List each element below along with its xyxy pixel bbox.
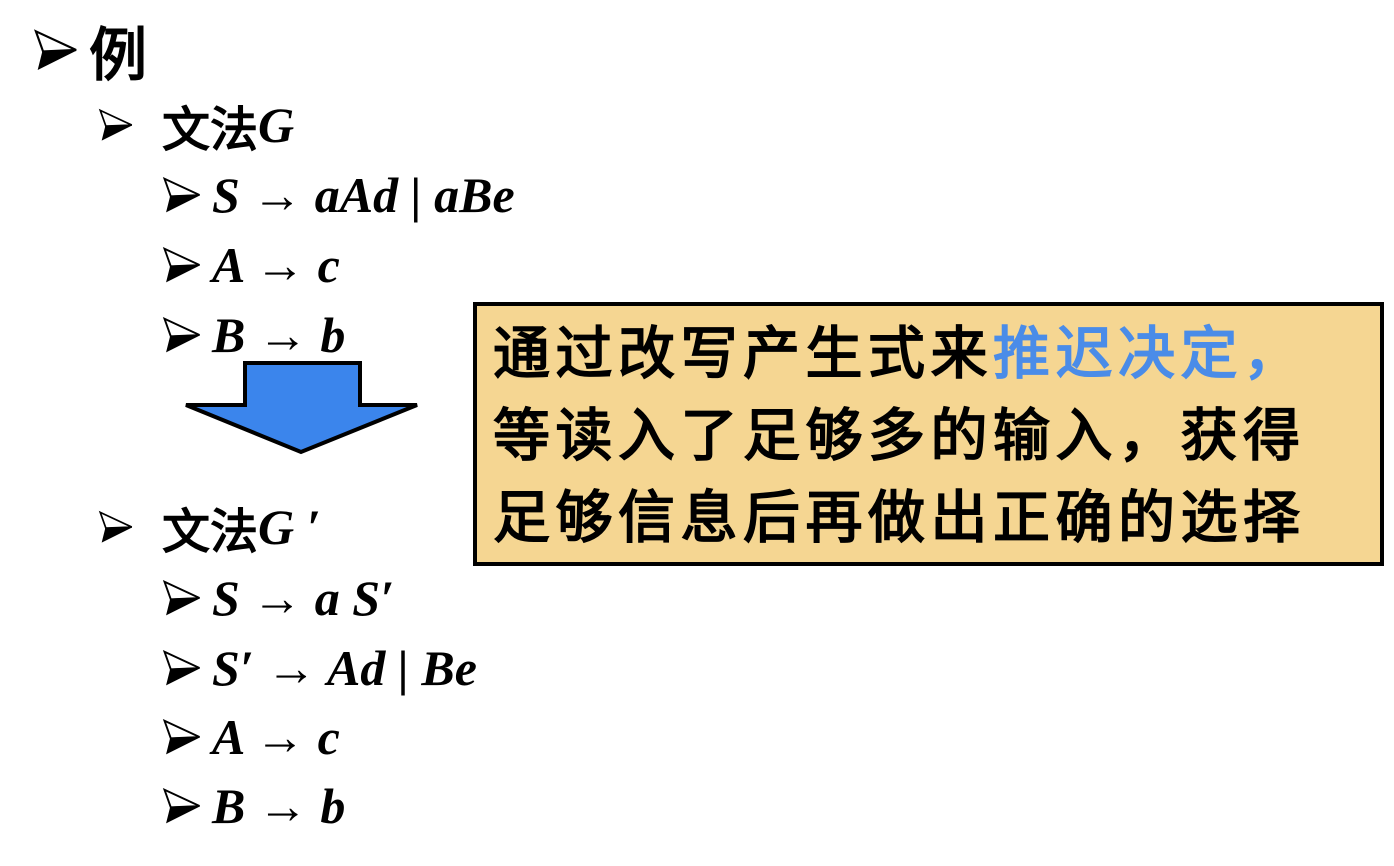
grammar-g-prime-title-text: 文法 [162, 506, 259, 559]
rule-text: A → c [212, 709, 340, 765]
rule-text: B → b [212, 307, 346, 363]
grammar-g-symbol: G [258, 97, 295, 153]
grammar-g-rule: B → b [162, 305, 345, 365]
arrowhead-bullet-icon [162, 787, 200, 824]
callout-box: 通过改写产生式来推迟决定， 等读入了足够多的输入，获得 足够信息后再做出正确的选… [473, 302, 1384, 566]
grammar-g-prime-rule: S′ → Ad | Be [162, 638, 477, 698]
callout-line-3: 足够信息后再做出正确的选择 [493, 487, 1306, 550]
callout-line-1: 通过改写产生式来推迟决定， [493, 314, 1366, 396]
example-item: 例 [33, 14, 147, 88]
arrowhead-bullet-icon [162, 316, 200, 353]
rule-text: S′ → Ad | Be [212, 640, 477, 696]
block-down-arrow-shape [185, 361, 418, 455]
arrowhead-bullet-icon [33, 29, 77, 71]
arrowhead-bullet-icon [162, 246, 200, 283]
arrowhead-bullet-icon [162, 718, 200, 755]
rule-text: B → b [212, 778, 346, 834]
rule-text: S → aAd | aBe [212, 167, 515, 223]
grammar-g-rule: S → aAd | aBe [162, 165, 515, 225]
arrowhead-bullet-icon [162, 176, 200, 213]
rule-text: A → c [212, 237, 340, 293]
grammar-g-rule: A → c [162, 235, 340, 295]
arrowhead-bullet-icon [162, 649, 200, 686]
arrowhead-bullet-icon [98, 510, 133, 543]
rule-text: S → a S′ [212, 570, 395, 626]
grammar-g-prime-rule: S → a S′ [162, 568, 394, 628]
arrowhead-bullet-icon [162, 579, 200, 616]
arrowhead-bullet-icon [98, 108, 133, 141]
callout-line-2: 等读入了足够多的输入，获得 [493, 405, 1306, 468]
grammar-g-prime-rule: B → b [162, 776, 345, 836]
block-down-arrow-icon [185, 361, 418, 455]
example-label: 例 [89, 23, 148, 88]
grammar-g-title-text: 文法 [162, 104, 259, 157]
grammar-g-prime-rule: A → c [162, 707, 340, 767]
callout-highlight: 推迟决定， [993, 323, 1306, 386]
callout-line-1-black: 通过改写产生式来 [493, 323, 993, 386]
grammar-g-prime-symbol: G ′ [258, 499, 321, 555]
